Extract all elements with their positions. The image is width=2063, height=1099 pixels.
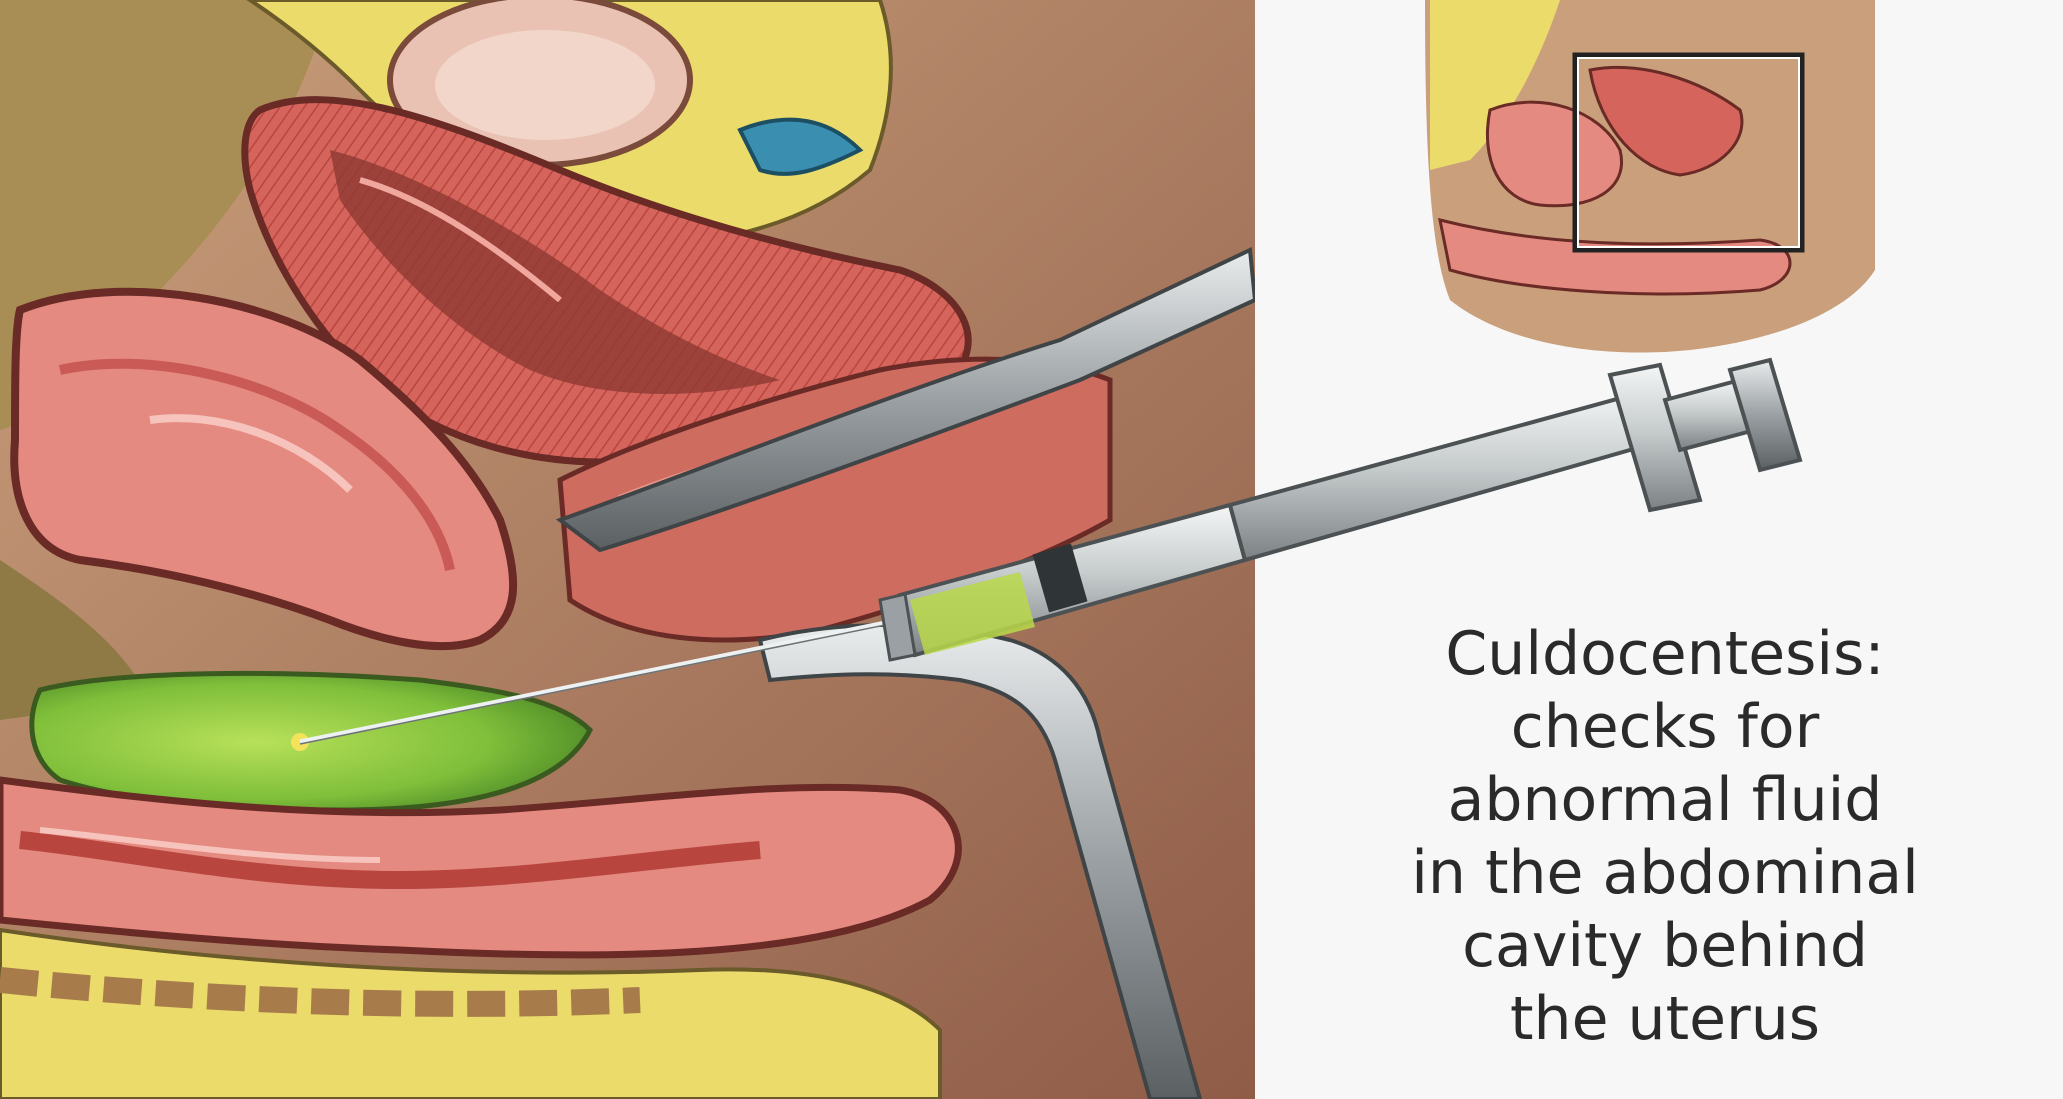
caption-line-5: cavity behind (1285, 910, 2045, 983)
caption-line-4: in the abdominal (1285, 837, 2045, 910)
inset-anatomy-thumbnail (1425, 0, 1875, 353)
caption-line-1: Culdocentesis: (1285, 618, 2045, 691)
caption-text: Culdocentesis: checks for abnormal fluid… (1285, 618, 2045, 1056)
caption-line-2: checks for (1285, 691, 2045, 764)
caption-line-3: abnormal fluid (1285, 764, 2045, 837)
caption-line-6: the uterus (1285, 983, 2045, 1056)
